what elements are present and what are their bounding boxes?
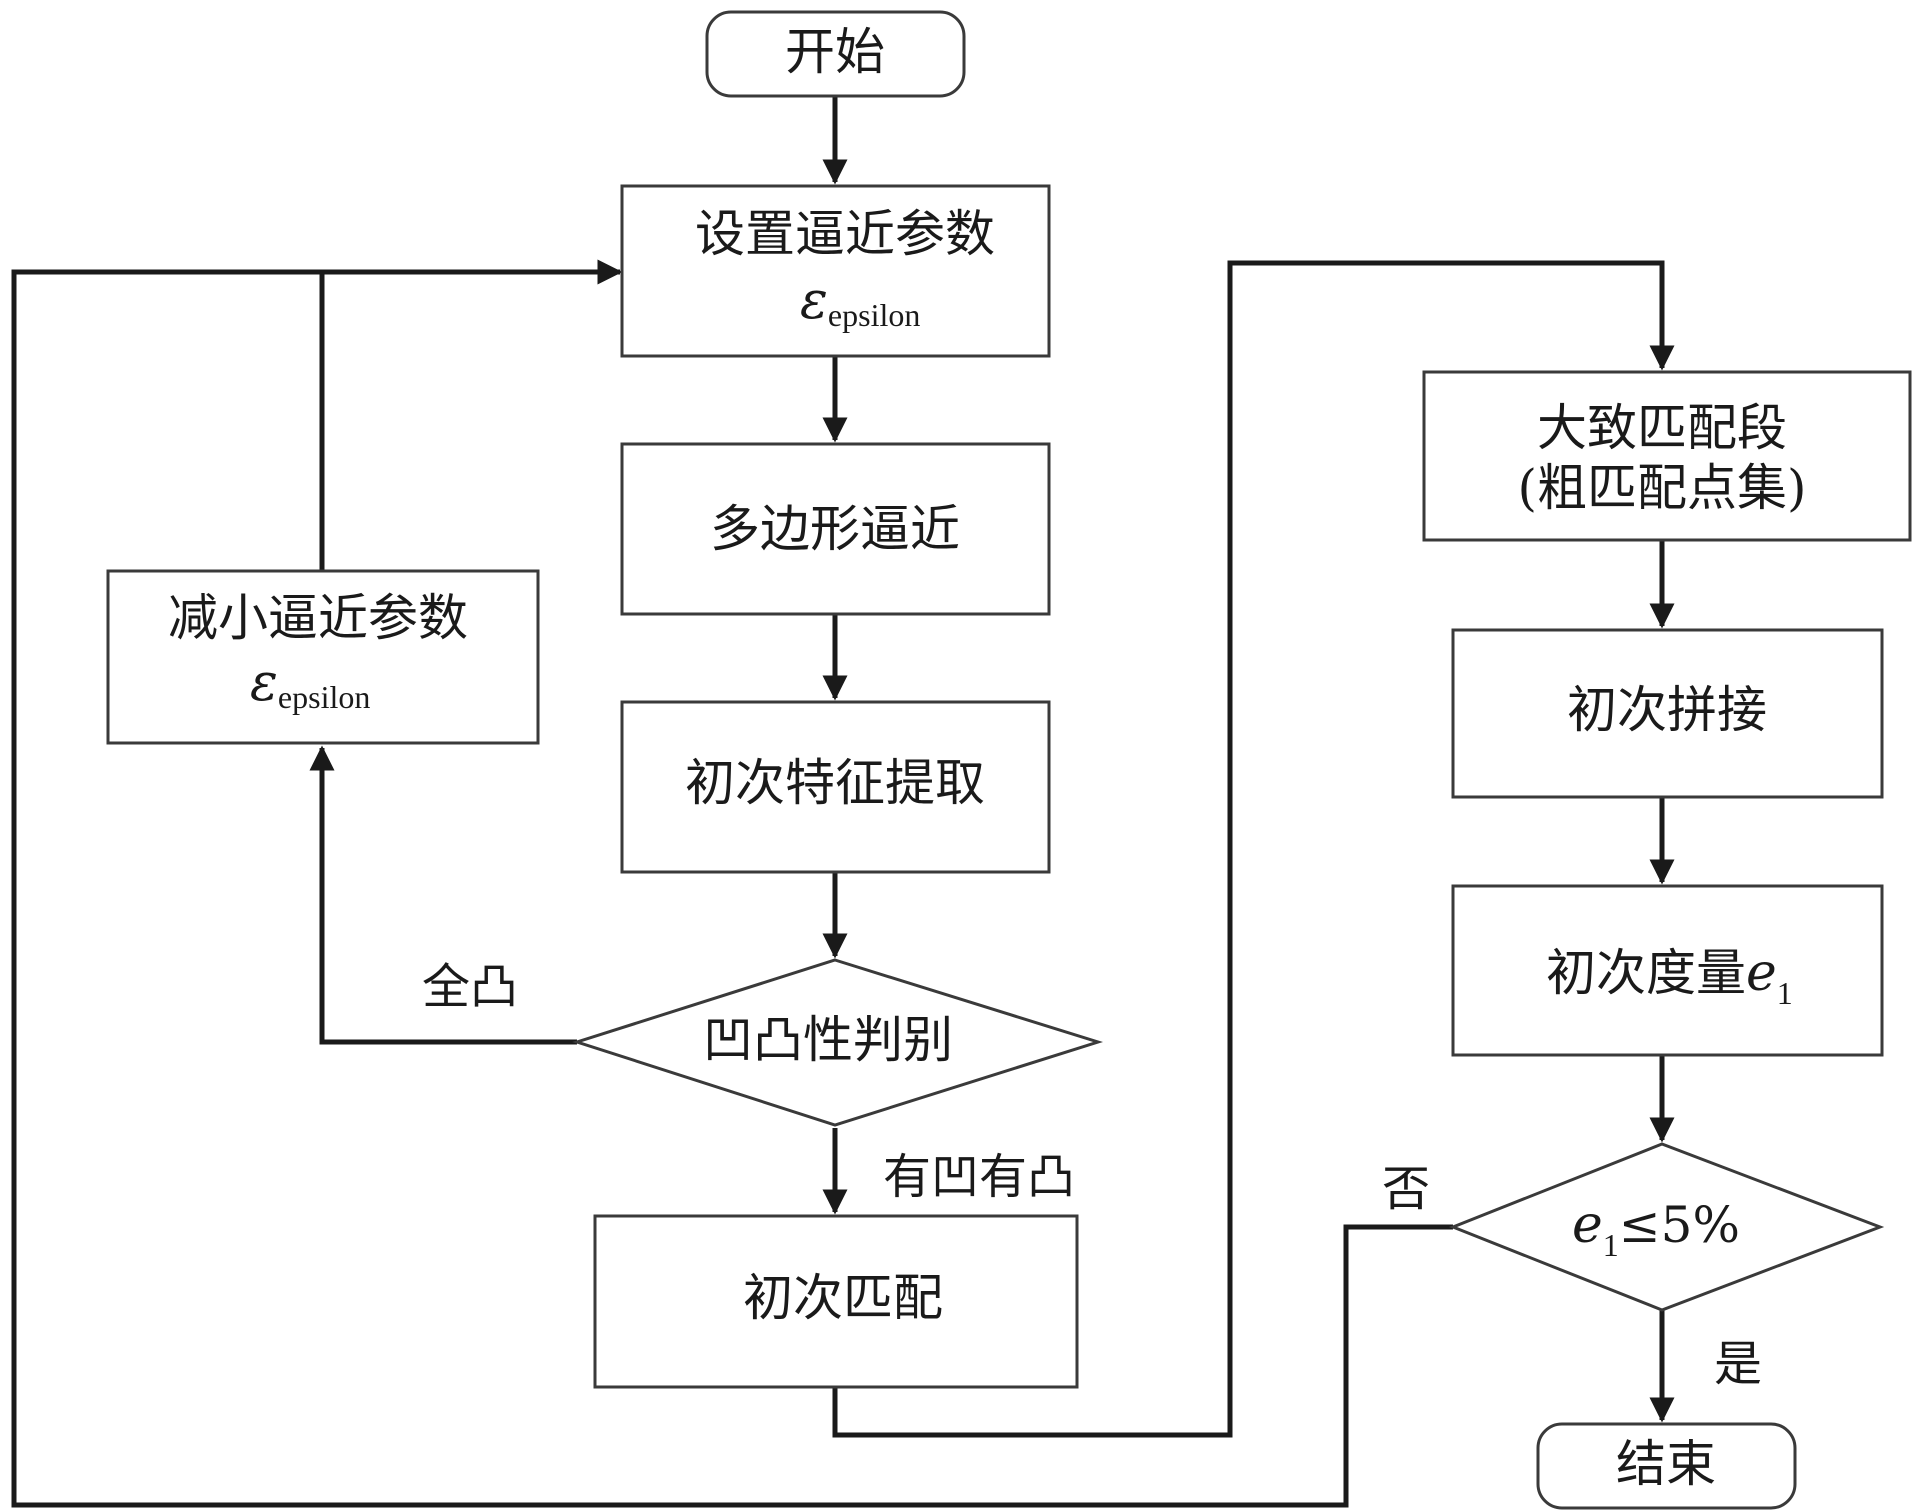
label-has-concave-convex: 有凹有凸 (883, 1149, 1075, 1205)
reduce-param-label: 减小逼近参数 (168, 589, 468, 647)
node-end: 结束 (1536, 1422, 1797, 1510)
convexity-label: 凹凸性判别 (703, 1011, 953, 1069)
threshold-label: ≤5% (1619, 1196, 1740, 1254)
label-all-convex: 全凸 (422, 959, 518, 1015)
initial-metric-box (1451, 884, 1884, 1057)
start-label: 开始 (785, 23, 885, 81)
node-start: 开始 (705, 10, 966, 98)
poly-approx-box (620, 442, 1051, 616)
epsilon-subscript-2: epsilon (278, 679, 370, 715)
initial-metric-text: 初次度量e1 (1546, 943, 1793, 1011)
node-initial-match: 初次匹配 (593, 1214, 1079, 1389)
rough-segment-label-line2: (粗匹配点集) (1517, 459, 1806, 517)
edge-labels: 全凸 有凹有凸 否 是 (422, 959, 1762, 1392)
rough-segment-box (1422, 370, 1912, 542)
initial-match-box (593, 1214, 1079, 1389)
node-convexity-check: 凹凸性判别 (572, 958, 1104, 1127)
end-label: 结束 (1616, 1435, 1716, 1493)
label-no: 否 (1382, 1161, 1430, 1217)
poly-approx-label: 多边形逼近 (710, 500, 960, 558)
metric-e-subscript: 1 (1777, 975, 1793, 1011)
initial-match-label: 初次匹配 (743, 1269, 943, 1327)
node-initial-stitch: 初次拼接 (1451, 628, 1884, 799)
threshold-decision (1448, 1142, 1885, 1312)
set-param-box (620, 184, 1051, 358)
reduce-param-box (106, 569, 540, 745)
connectors (11, 96, 1675, 1508)
initial-stitch-label: 初次拼接 (1567, 681, 1767, 739)
node-rough-segment: 大致匹配段 (粗匹配点集) (1422, 370, 1912, 542)
set-param-label: 设置逼近参数 (695, 205, 995, 263)
epsilon-symbol: ε (800, 271, 828, 331)
arrow-threshold-no-loop (11, 269, 1453, 1508)
threshold-text: e1≤5% (1572, 1195, 1740, 1263)
node-initial-metric: 初次度量e1 (1451, 884, 1884, 1057)
feature-extract-label: 初次特征提取 (685, 754, 985, 812)
node-threshold-check: e1≤5% (1448, 1142, 1885, 1312)
arrow-convexity-to-reduce (309, 745, 577, 1045)
arrow-reduce-to-set-param (319, 259, 623, 571)
threshold-e-symbol: e (1572, 1195, 1603, 1255)
label-yes: 是 (1714, 1336, 1762, 1392)
end-terminal (1536, 1422, 1797, 1510)
arrow-match-to-rough-segment (832, 260, 1675, 1438)
convexity-decision (572, 958, 1104, 1127)
reduce-param-epsilon: εepsilon (250, 653, 370, 715)
metric-e-symbol: e (1746, 943, 1777, 1003)
initial-stitch-box (1451, 628, 1884, 799)
start-terminal (705, 10, 966, 98)
node-poly-approx: 多边形逼近 (620, 442, 1051, 616)
epsilon-subscript: epsilon (828, 297, 920, 333)
set-param-epsilon: εepsilon (800, 271, 920, 333)
node-reduce-param: 减小逼近参数 εepsilon (106, 569, 540, 745)
node-feature-extract: 初次特征提取 (620, 700, 1051, 874)
threshold-e-subscript: 1 (1603, 1227, 1619, 1263)
node-set-param: 设置逼近参数 εepsilon (620, 184, 1051, 358)
epsilon-symbol-2: ε (250, 653, 278, 713)
rough-segment-label-line1: 大致匹配段 (1537, 399, 1787, 457)
feature-extract-box (620, 700, 1051, 874)
initial-metric-label: 初次度量 (1546, 944, 1746, 1002)
